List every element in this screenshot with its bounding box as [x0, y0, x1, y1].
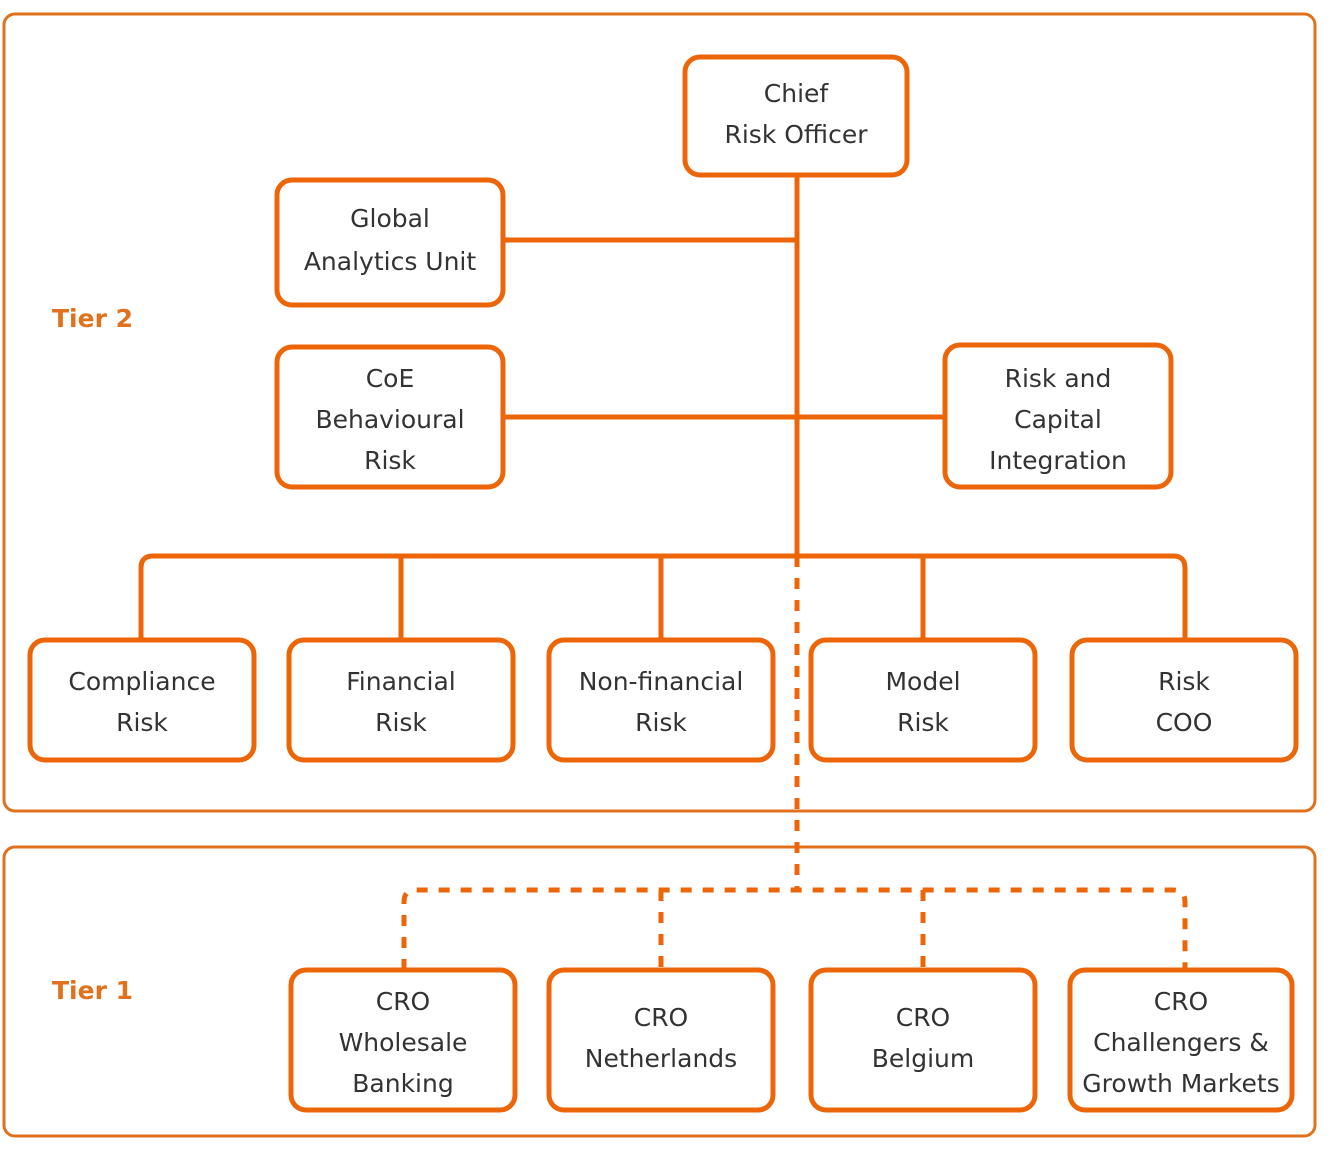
- node-line-2: Risk: [897, 708, 949, 737]
- node-box: [1069, 637, 1299, 763]
- node-cro-netherlands[interactable]: CRO Netherlands: [546, 967, 776, 1113]
- node-cro-belgium[interactable]: CRO Belgium: [808, 967, 1038, 1113]
- node-line-2: Risk: [375, 708, 427, 737]
- solid-connectors: [138, 175, 1188, 640]
- node-chief-risk-officer[interactable]: Chief Risk Officer: [682, 54, 910, 178]
- node-box: [274, 344, 506, 490]
- node-compliance-risk[interactable]: Compliance Risk: [27, 637, 257, 763]
- node-line-2: Risk: [635, 708, 687, 737]
- node-box: [546, 637, 776, 763]
- node-line-3: Growth Markets: [1082, 1069, 1279, 1098]
- node-risk-capital-integration[interactable]: Risk and Capital Integration: [942, 342, 1174, 490]
- node-line-3: Integration: [989, 446, 1127, 475]
- dashed-connectors: [401, 556, 1188, 970]
- node-line-1: CRO: [634, 1003, 689, 1032]
- node-box: [682, 54, 910, 178]
- node-risk-coo[interactable]: Risk COO: [1069, 637, 1299, 763]
- node-line-3: Risk: [364, 446, 416, 475]
- node-financial-risk[interactable]: Financial Risk: [286, 637, 516, 763]
- node-line-1: Non-financial: [579, 667, 744, 696]
- node-box: [27, 637, 257, 763]
- node-line-2: Belgium: [872, 1044, 975, 1073]
- edge-tier1-bus: [401, 887, 1188, 970]
- node-line-2: Challengers &: [1093, 1028, 1269, 1057]
- node-line-1: CoE: [366, 364, 415, 393]
- tier2-panel: [2, 12, 1317, 813]
- node-line-1: Chief: [764, 79, 830, 108]
- node-line-1: Risk and: [1005, 364, 1112, 393]
- tier1-panel: [2, 845, 1317, 1138]
- node-coe-behavioural-risk[interactable]: CoE Behavioural Risk: [274, 344, 506, 490]
- node-box: [808, 637, 1038, 763]
- node-line-2: Netherlands: [585, 1044, 737, 1073]
- node-cro-wholesale-banking[interactable]: CRO Wholesale Banking: [288, 967, 518, 1113]
- node-line-2: Behavioural: [315, 405, 464, 434]
- node-box: [808, 967, 1038, 1113]
- node-box: [942, 342, 1174, 490]
- node-line-2: Wholesale: [339, 1028, 468, 1057]
- node-line-1: Compliance: [68, 667, 215, 696]
- tier2-label: Tier 2: [52, 304, 133, 333]
- node-global-analytics-unit[interactable]: Global Analytics Unit: [274, 177, 506, 308]
- node-line-2: Risk: [116, 708, 168, 737]
- node-line-2: Analytics Unit: [304, 247, 477, 276]
- node-line-3: Banking: [352, 1069, 453, 1098]
- node-box: [288, 967, 518, 1113]
- node-line-1: Risk: [1158, 667, 1210, 696]
- node-non-financial-risk[interactable]: Non-financial Risk: [546, 637, 776, 763]
- node-line-2: Risk Officer: [724, 120, 868, 149]
- node-line-1: CRO: [1154, 987, 1209, 1016]
- node-line-1: CRO: [376, 987, 431, 1016]
- node-cro-challengers-growth-markets[interactable]: CRO Challengers & Growth Markets: [1067, 967, 1295, 1113]
- node-line-1: CRO: [896, 1003, 951, 1032]
- node-model-risk[interactable]: Model Risk: [808, 637, 1038, 763]
- node-line-1: Model: [885, 667, 960, 696]
- node-line-2: Capital: [1014, 405, 1102, 434]
- node-line-1: Global: [350, 204, 430, 233]
- node-line-1: Financial: [346, 667, 455, 696]
- node-box: [286, 637, 516, 763]
- node-box: [274, 177, 506, 308]
- node-line-2: COO: [1156, 708, 1213, 737]
- node-box: [1067, 967, 1295, 1113]
- node-box: [546, 967, 776, 1113]
- tier1-label: Tier 1: [52, 976, 133, 1005]
